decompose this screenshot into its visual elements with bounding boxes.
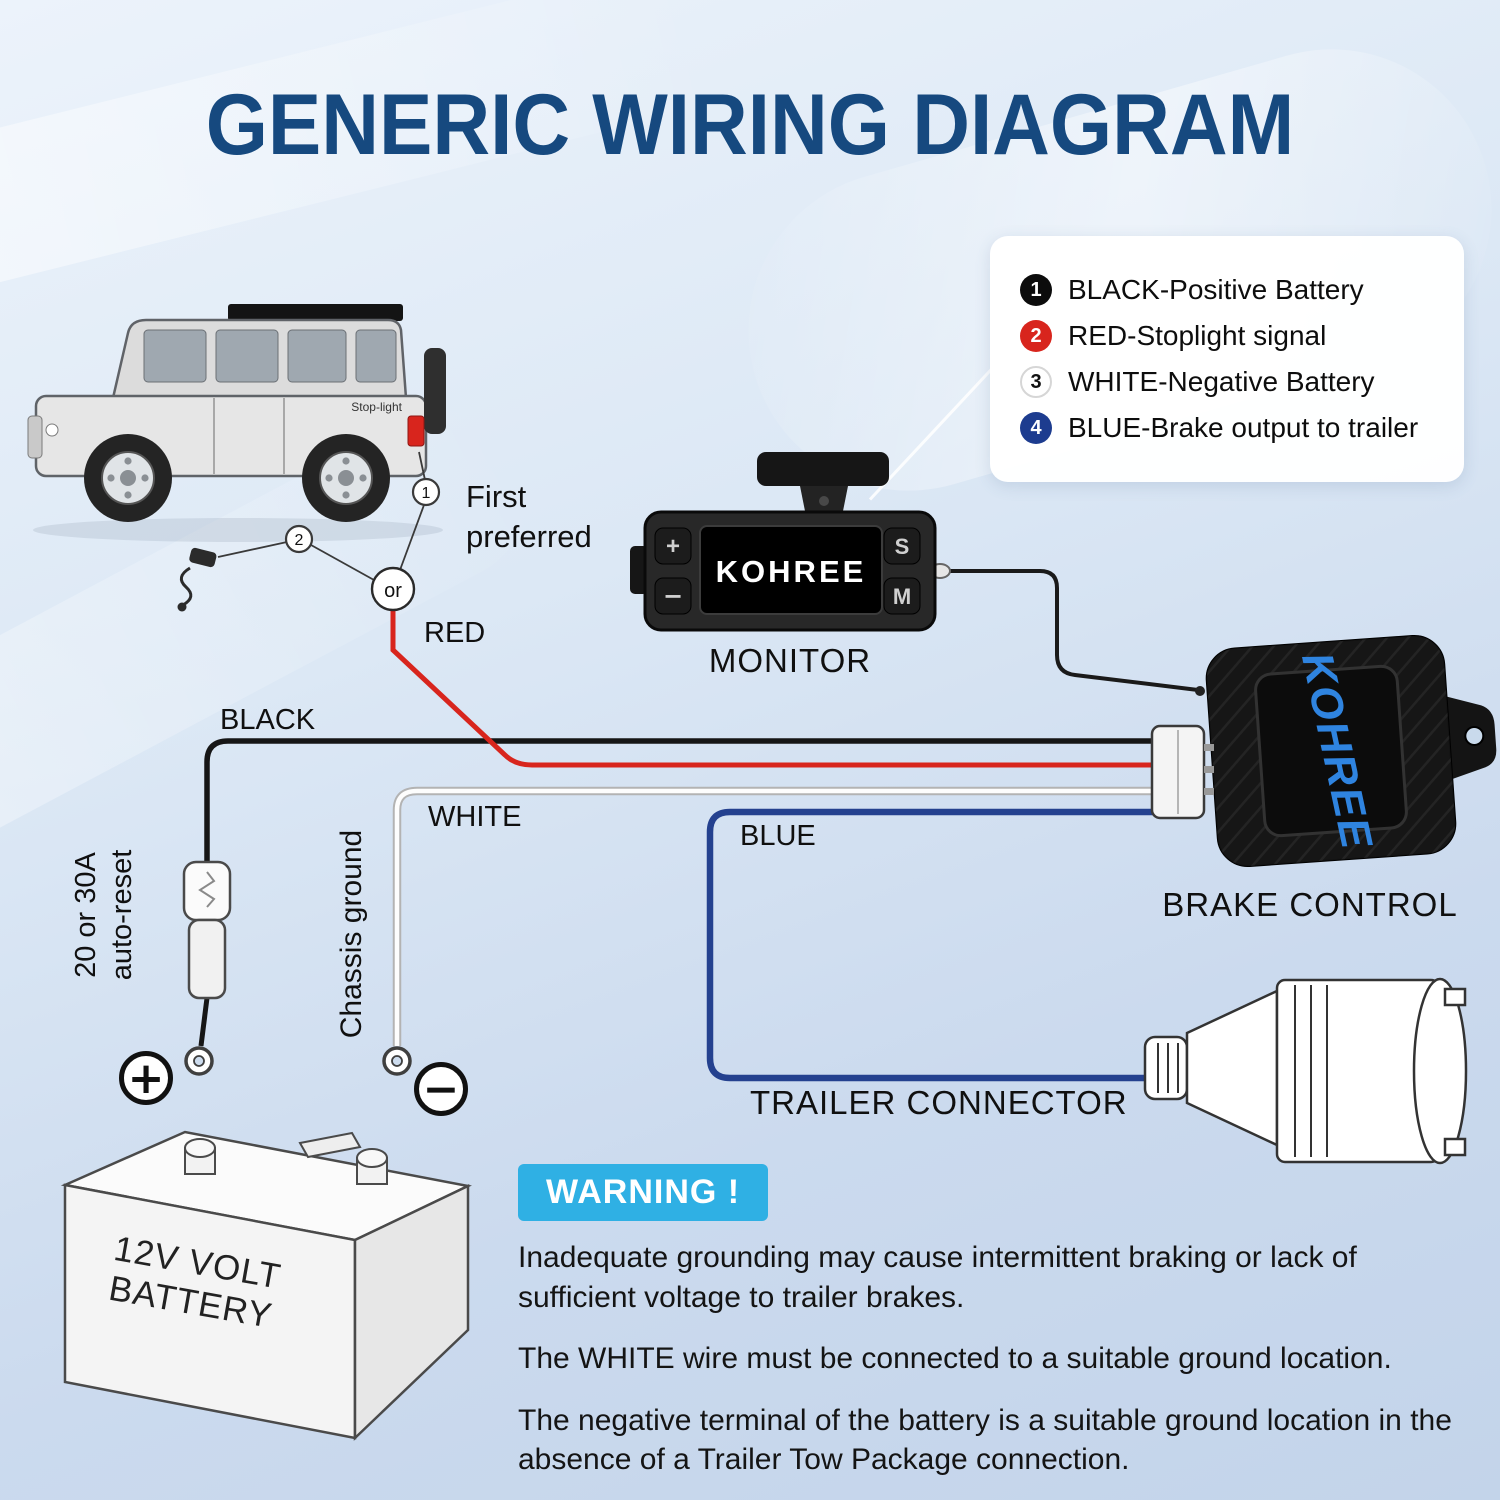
headlight	[45, 423, 59, 437]
cable-end	[1195, 686, 1205, 696]
red-wire	[390, 611, 1156, 768]
or-junction-label: or	[384, 580, 402, 602]
callout-leader-lines	[217, 451, 426, 581]
vehicle-window	[287, 329, 347, 383]
monitor-plus-button	[654, 527, 692, 565]
vehicle-window	[355, 329, 397, 383]
monitor-minus-button-glyph: −	[663, 582, 683, 610]
monitor-screen	[699, 525, 883, 615]
warning-paragraph: The WHITE wire must be connected to a su…	[518, 1342, 1392, 1376]
battery-positive-icon: +	[119, 1051, 173, 1105]
tow-vehicle-illustration: Stop-light	[27, 304, 446, 542]
monitor-m-button-glyph: M	[893, 584, 911, 609]
mounting-hole	[1464, 725, 1485, 746]
vehicle-shadow	[33, 518, 443, 542]
stoplight-label: Stop-light	[351, 400, 402, 414]
front-bumper	[27, 415, 43, 459]
marker-1: 1	[411, 477, 441, 507]
legend-number-badge-blue: 4	[1020, 412, 1052, 444]
spare-tire	[424, 348, 446, 434]
trailer-connector-illustration	[1143, 977, 1468, 1165]
vehicle-window	[215, 329, 279, 383]
red-wire-label: RED	[424, 617, 486, 649]
roof-rack	[228, 304, 403, 321]
or-junction: or	[370, 566, 416, 612]
stoplight-lamp	[407, 415, 425, 447]
brake-control-module: KOHREE	[1205, 634, 1497, 868]
monitor-label: MONITOR	[708, 642, 872, 679]
warning-badge: WARNING !	[518, 1164, 769, 1221]
legend-item: 4 BLUE-Brake output to trailer	[990, 412, 1464, 444]
stoplight-wire-plug-icon	[177, 547, 217, 612]
trailer-connector-label: TRAILER CONNECTOR	[750, 1084, 1128, 1121]
brake-control-connector-plug	[1150, 724, 1214, 820]
legend-number-badge-red: 2	[1020, 320, 1052, 352]
marker-2-number: 2	[295, 532, 304, 549]
white-wire-label: WHITE	[428, 801, 522, 833]
monitor-screen-brand: KOHREE	[716, 554, 867, 589]
legend-item-label: BLACK-Positive Battery	[1068, 274, 1364, 305]
monitor-s-button	[883, 527, 921, 565]
page-title: GENERIC WIRING DIAGRAM	[205, 77, 1295, 173]
monitor-minus-button	[654, 577, 692, 615]
rear-wheel	[302, 434, 390, 522]
monitor-m-button	[883, 577, 921, 615]
blue-wire	[706, 808, 1156, 1082]
fuse-holder	[182, 860, 232, 1000]
monitor-mount	[757, 452, 889, 486]
marker-1-number: 1	[422, 485, 431, 502]
battery-illustration	[60, 1130, 472, 1441]
hinge-bolt	[819, 496, 829, 506]
warning-paragraph: The negative terminal of the battery is …	[518, 1403, 1452, 1477]
battery-clip	[298, 1131, 362, 1159]
wire-legend: 1 BLACK-Positive Battery 2 RED-Stoplight…	[990, 236, 1464, 482]
first-preferred-note: First preferred	[466, 479, 592, 555]
monitor-cable	[946, 569, 1199, 692]
battery-terminal-post	[356, 1148, 388, 1185]
front-wheel	[84, 434, 172, 522]
fuse-rating-label: 20 or 30A auto-reset	[70, 849, 139, 981]
ring-terminal-ground	[382, 1046, 412, 1076]
white-wire	[394, 788, 1156, 1046]
legend-item: 2 RED-Stoplight signal	[990, 320, 1464, 352]
black-wire-lower	[198, 997, 210, 1047]
legend-item-label: RED-Stoplight signal	[1068, 320, 1327, 351]
monitor-plus-button-glyph: +	[666, 533, 680, 560]
legend-item: 3 WHITE-Negative Battery	[990, 366, 1464, 398]
legend-item-label: WHITE-Negative Battery	[1068, 366, 1375, 397]
battery-negative-icon: −	[414, 1062, 468, 1116]
monitor-s-button-glyph: S	[895, 534, 910, 559]
monitor-device: KOHREE + − S M	[630, 452, 937, 632]
blue-wire-label: BLUE	[740, 820, 816, 852]
black-wire-label: BLACK	[220, 704, 316, 736]
legend-item: 1 BLACK-Positive Battery	[990, 274, 1464, 306]
legend-item-label: BLUE-Brake output to trailer	[1068, 412, 1419, 443]
brake-control-label: BRAKE CONTROL	[1162, 886, 1458, 923]
marker-2: 2	[284, 524, 314, 554]
warning-text-block: Inadequate grounding may cause intermitt…	[518, 1238, 1473, 1500]
warning-paragraph: Inadequate grounding may cause intermitt…	[518, 1241, 1357, 1314]
chassis-ground-label: Chassis ground	[335, 829, 368, 1039]
black-wire	[204, 738, 1156, 862]
module-face-panel	[1254, 664, 1408, 838]
legend-number-badge-black: 1	[1020, 274, 1052, 306]
legend-number-badge-white: 3	[1020, 366, 1052, 398]
battery-terminal-post	[184, 1138, 216, 1175]
vehicle-window	[143, 329, 207, 383]
ring-terminal-positive	[184, 1046, 214, 1076]
